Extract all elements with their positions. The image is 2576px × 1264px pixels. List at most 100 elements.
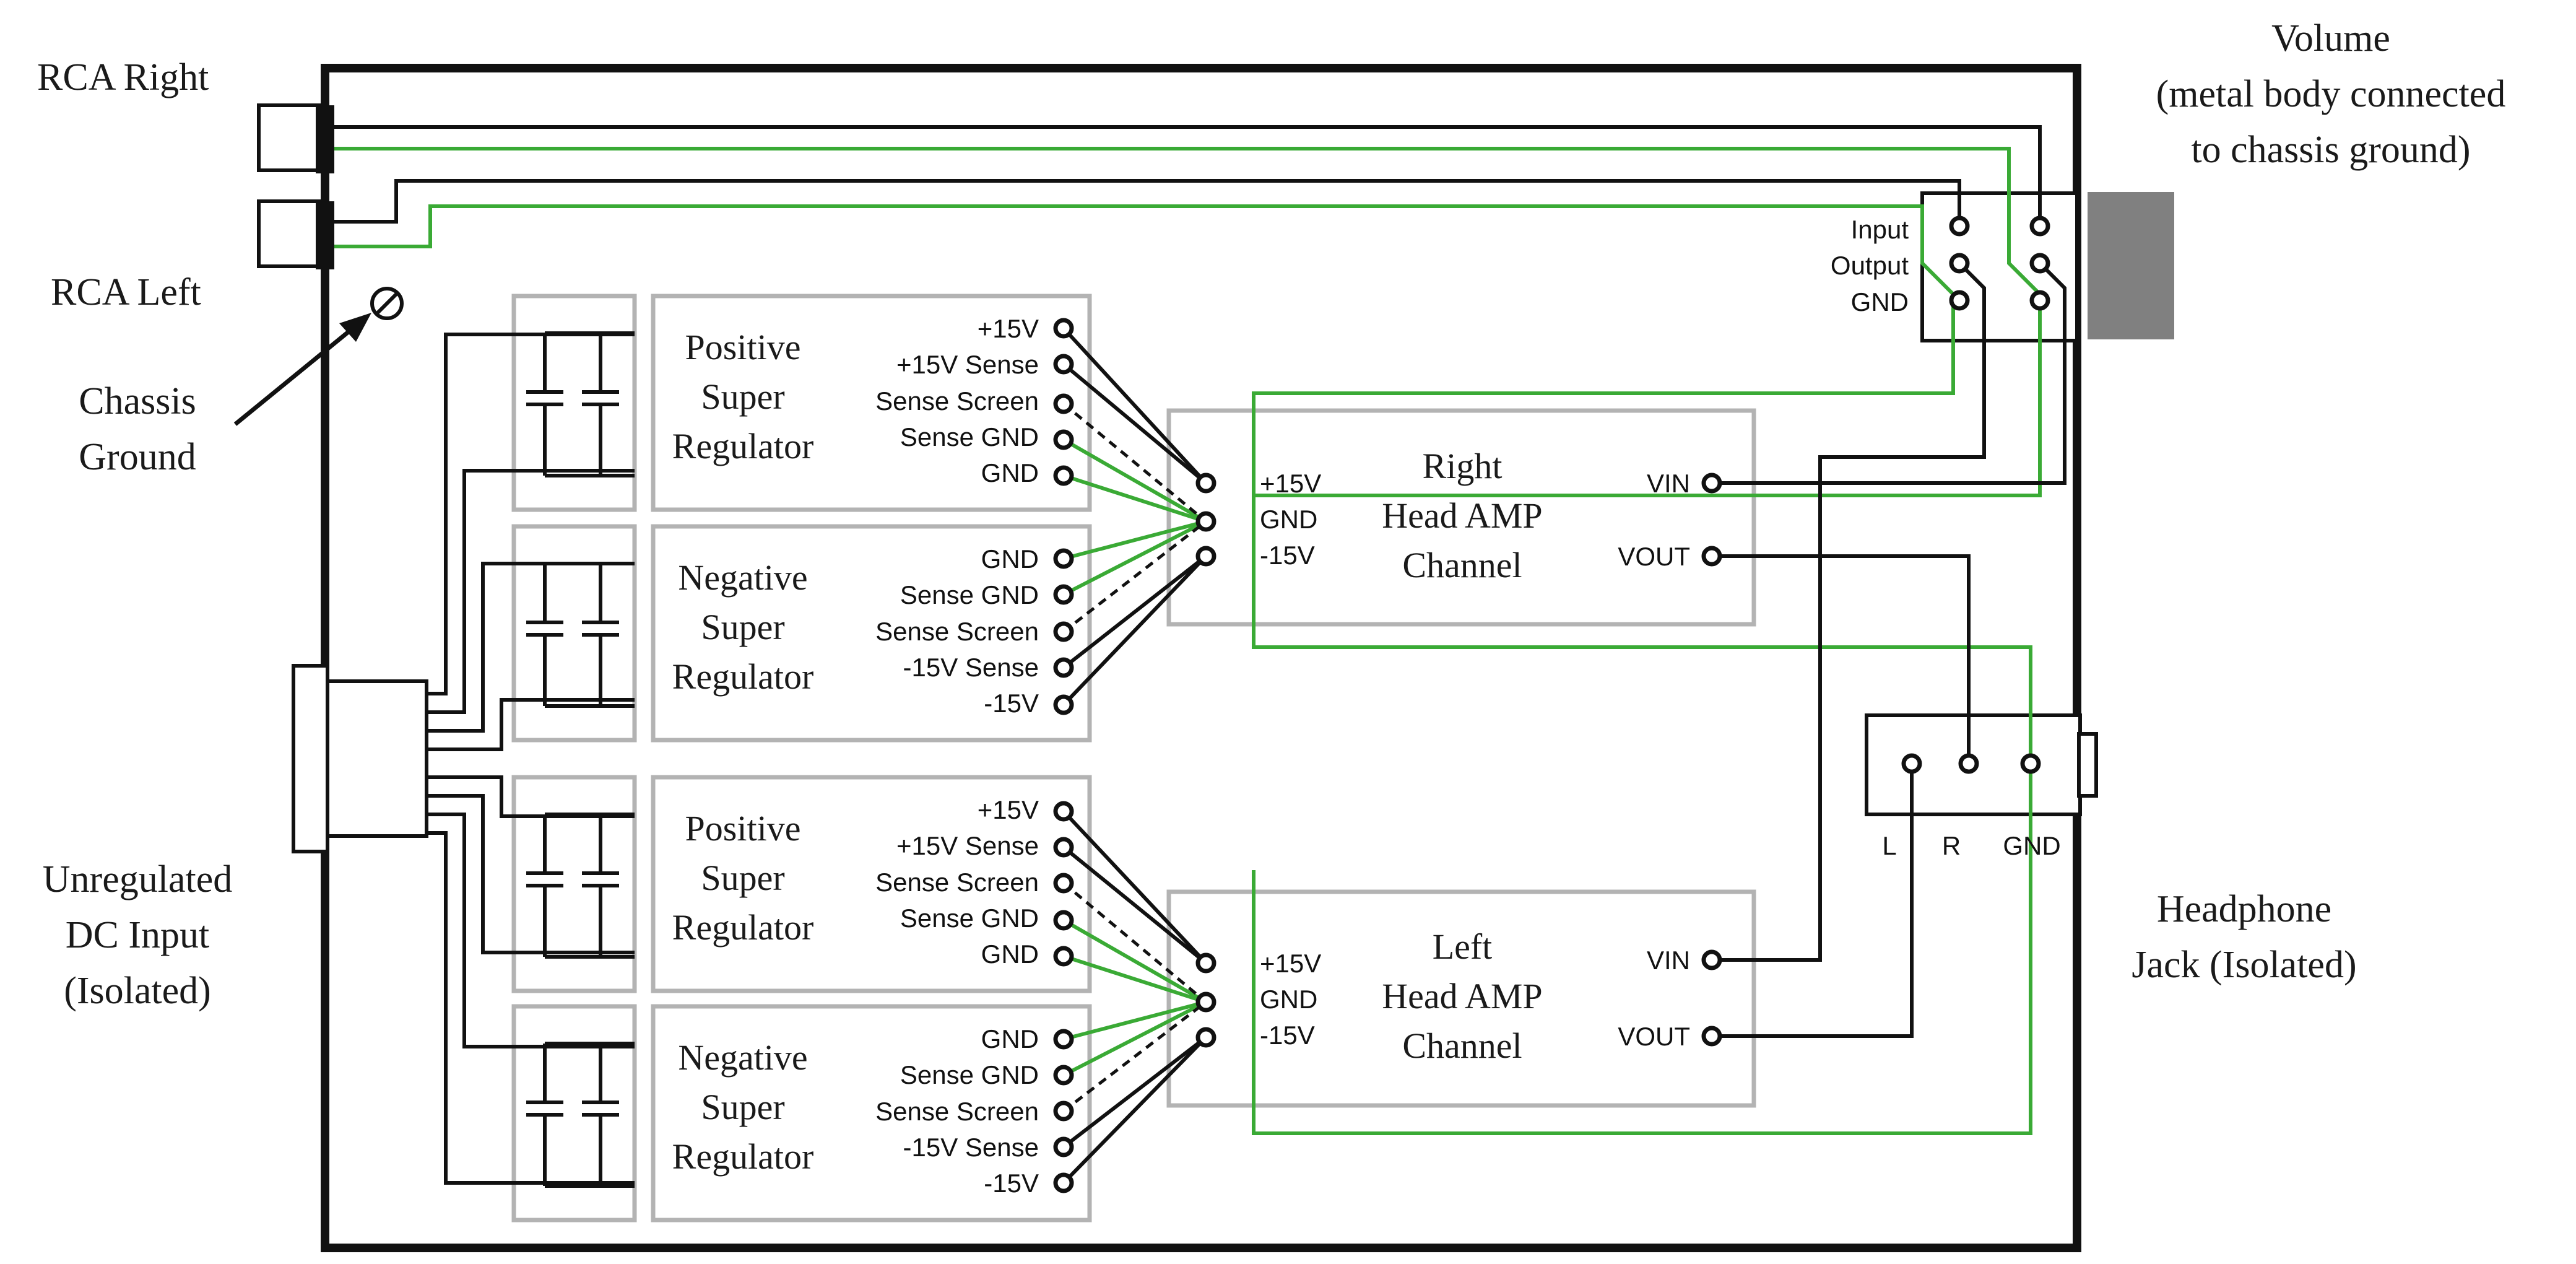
regulator-2-terminal — [1053, 621, 1074, 642]
volume-pot-board — [1920, 191, 2079, 342]
label-rca-right: RCA Right — [37, 56, 209, 98]
svg-text:Volume: Volume — [2271, 17, 2390, 59]
left-amp-rail-terminal — [1195, 952, 1216, 974]
svg-text:VIN: VIN — [1647, 469, 1690, 498]
regulator-2-terminal — [1053, 548, 1074, 569]
svg-text:Super: Super — [701, 377, 784, 417]
regulator-4-terminal — [1053, 1101, 1074, 1122]
capacitor — [582, 333, 619, 476]
svg-text:Negative: Negative — [678, 557, 807, 598]
svg-text:-15V: -15V — [1260, 1021, 1315, 1050]
svg-text:-15V: -15V — [984, 1169, 1039, 1198]
svg-text:Sense GND: Sense GND — [900, 580, 1039, 609]
svg-text:Output: Output — [1831, 251, 1909, 280]
svg-text:Left: Left — [1433, 926, 1493, 967]
terminals — [1053, 216, 2050, 1193]
capacitor — [582, 814, 619, 957]
svg-text:GND: GND — [981, 1024, 1039, 1053]
svg-text:R: R — [1942, 831, 1961, 860]
svg-text:VIN: VIN — [1647, 946, 1690, 975]
regulator-board-4 — [511, 1004, 1092, 1223]
right-amp-vin-terminal — [1701, 473, 1722, 494]
right-amp-rail-terminal — [1195, 546, 1216, 567]
capacitor-bank-1 — [526, 331, 635, 477]
svg-text:Head AMP: Head AMP — [1382, 976, 1542, 1016]
left-amp-rail-terminal — [1195, 992, 1216, 1013]
svg-text:Channel: Channel — [1402, 1026, 1522, 1066]
svg-text:Positive: Positive — [685, 327, 801, 367]
label-dc-input: Unregulated DC Input (Isolated) — [43, 858, 232, 1012]
regulator-1-terminal — [1053, 465, 1074, 486]
svg-text:+15V: +15V — [1260, 469, 1321, 498]
dc-supply-wiring — [427, 333, 635, 1185]
rca-left-jack — [257, 199, 334, 269]
regulator-3-text: Positive Super Regulator +15V +15V Sense… — [672, 795, 1039, 969]
volume-pin-labels: Input Output GND — [1831, 215, 1909, 316]
label-headphone: Headphone Jack (Isolated) — [2131, 888, 2356, 986]
signal-ground-wiring — [334, 147, 2042, 1135]
chassis-enclosure — [321, 64, 2081, 1252]
svg-text:GND: GND — [1260, 505, 1317, 534]
regulator-1-terminal — [1053, 318, 1074, 339]
regulator-4-terminal — [1053, 1029, 1074, 1050]
capacitor — [526, 564, 563, 706]
volume-left-terminal — [1949, 216, 1970, 237]
signal-wiring — [334, 125, 2066, 1185]
svg-text:(Isolated): (Isolated) — [64, 970, 211, 1012]
svg-text:Headphone: Headphone — [2157, 888, 2331, 930]
left-amp-board — [1166, 889, 1756, 1108]
capacitor — [582, 564, 619, 706]
svg-text:Regulator: Regulator — [672, 907, 814, 948]
svg-text:GND: GND — [1260, 985, 1317, 1014]
svg-text:Channel: Channel — [1402, 545, 1522, 585]
svg-text:VOUT: VOUT — [1618, 542, 1690, 571]
svg-text:Sense GND: Sense GND — [900, 904, 1039, 933]
svg-text:Negative: Negative — [678, 1037, 807, 1078]
svg-text:Sense GND: Sense GND — [900, 1060, 1039, 1089]
svg-text:Unregulated: Unregulated — [43, 858, 232, 900]
regulator-4-text: Negative Super Regulator GND Sense GND S… — [672, 1024, 1039, 1198]
svg-text:GND: GND — [981, 458, 1039, 487]
chassis-ground-screw — [370, 287, 404, 320]
svg-text:DC Input: DC Input — [66, 914, 210, 956]
svg-text:Input: Input — [1851, 215, 1909, 244]
svg-text:Super: Super — [701, 607, 784, 647]
svg-text:-15V Sense: -15V Sense — [903, 653, 1039, 682]
label-volume: Volume (metal body connected to chassis … — [2156, 17, 2506, 171]
left-amp-vout-terminal — [1701, 1026, 1722, 1047]
svg-text:Regulator: Regulator — [672, 1136, 814, 1177]
regulator-4-terminal — [1053, 1172, 1074, 1193]
svg-text:Sense Screen: Sense Screen — [875, 1097, 1039, 1126]
svg-text:+15V Sense: +15V Sense — [896, 350, 1039, 379]
svg-text:Positive: Positive — [685, 808, 801, 848]
volume-right-terminal — [2029, 253, 2050, 274]
svg-text:GND: GND — [2003, 831, 2060, 860]
label-chassis-ground: Chassis Ground — [79, 380, 196, 478]
svg-text:(metal body connected: (metal body connected — [2156, 73, 2506, 115]
svg-text:-15V: -15V — [984, 689, 1039, 718]
volume-left-terminal — [1949, 290, 1970, 311]
svg-text:GND: GND — [981, 544, 1039, 573]
svg-text:Super: Super — [701, 858, 784, 898]
svg-text:Sense Screen: Sense Screen — [875, 617, 1039, 646]
svg-text:-15V: -15V — [1260, 541, 1315, 570]
svg-text:Ground: Ground — [79, 436, 196, 478]
headphone-gnd-terminal — [2020, 753, 2041, 774]
regulator-3-terminal — [1053, 946, 1074, 967]
left-amp-text: +15V GND -15V Left Head AMP Channel VIN … — [1260, 926, 1690, 1066]
svg-text:Jack (Isolated): Jack (Isolated) — [2131, 944, 2356, 986]
svg-text:Super: Super — [701, 1087, 784, 1127]
chassis-ground-arrow — [233, 313, 371, 426]
dc-input-connector — [292, 664, 428, 853]
left-amp-rail-terminal — [1195, 1027, 1216, 1048]
right-amp-rail-terminal — [1195, 511, 1216, 532]
regulator-3-terminal — [1053, 837, 1074, 858]
right-amp-board — [1166, 408, 1756, 627]
regulator-3-terminal — [1053, 801, 1074, 822]
volume-right-terminal — [2029, 216, 2050, 237]
svg-text:VOUT: VOUT — [1618, 1022, 1690, 1051]
svg-text:+15V: +15V — [1260, 949, 1321, 978]
regulator-board-1 — [511, 294, 1092, 512]
svg-text:to chassis ground): to chassis ground) — [2191, 129, 2470, 171]
